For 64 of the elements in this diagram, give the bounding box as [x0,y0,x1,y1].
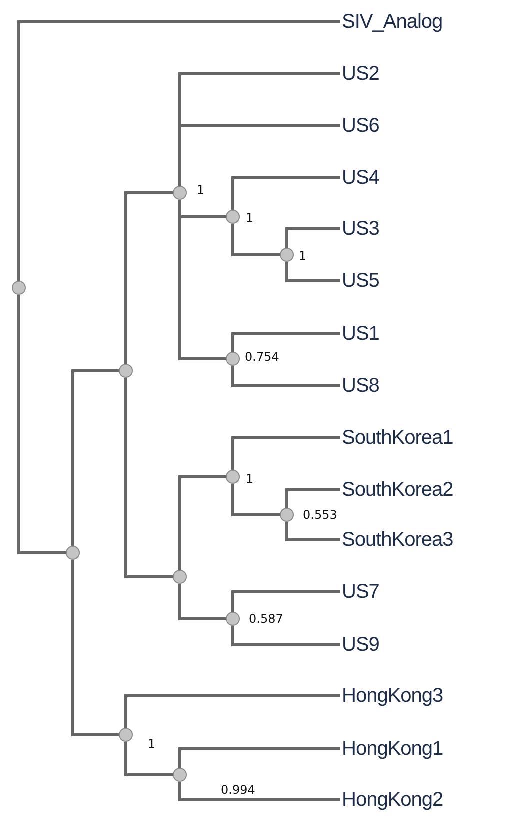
tree-branch [286,488,340,508]
support-value: 0.754 [245,350,280,364]
tree-branch [232,484,280,516]
tree-branch [178,124,340,186]
taxon-label: US2 [342,62,380,86]
tree-node-circle [66,546,80,560]
tree-branch [124,192,173,364]
tree-branch [178,200,226,360]
taxon-label: HongKong2 [342,788,444,812]
tree-node-circle [12,281,26,295]
support-value: 0.587 [249,612,284,626]
taxon-label: SouthKorea2 [342,478,454,502]
tree-branch [232,224,280,256]
tree-node-circle [226,352,240,366]
support-value: 1 [197,183,205,197]
support-value: 1 [299,249,307,263]
tree-branch [18,20,340,281]
support-value: 1 [246,211,254,225]
tree-branch [178,782,340,802]
tree-branch [286,262,340,282]
taxon-label: US6 [342,114,380,138]
taxon-label: US4 [342,166,380,190]
tree-node-circle [280,508,294,522]
tree-branch [178,584,226,620]
tree-branch [232,436,340,470]
tree-branch [286,228,340,248]
tree-branch [232,590,340,612]
support-value: 1 [148,737,156,751]
tree-node-circle [173,570,187,584]
tree-branch [124,742,173,776]
tree-node-circle [226,612,240,626]
taxon-label: SouthKorea1 [342,426,454,450]
taxon-label: SIV_Analog [342,10,443,34]
taxon-label: US5 [342,269,380,293]
tree-node-circle [119,364,133,378]
support-value: 1 [246,472,254,486]
taxon-label: US8 [342,374,380,398]
tree-branch [232,626,340,646]
taxon-label: US7 [342,580,380,604]
tree-branch [124,694,340,728]
taxon-label: SouthKorea3 [342,528,454,552]
tree-branch [178,476,226,570]
tree-branch [178,748,340,768]
tree-branch [286,522,340,542]
tree-branch [124,378,173,578]
taxon-label: US1 [342,322,380,346]
taxon-label: US9 [342,633,380,657]
tree-branch [232,366,340,388]
tree-branch [232,176,340,210]
taxon-label: US3 [342,217,380,241]
tree-node-circle [173,768,187,782]
tree-node-circle [173,186,187,200]
tree-node-circle [119,728,133,742]
tree-branch [18,295,66,554]
support-value: 0.553 [303,508,338,522]
tree-branch [72,560,119,736]
tree-branch [72,370,119,546]
taxon-label: HongKong3 [342,684,444,708]
tree-branch [232,332,340,352]
tree-node-circle [226,470,240,484]
tree-node-circle [280,248,294,262]
tree-node-circle [226,210,240,224]
support-value: 0.994 [221,783,256,797]
taxon-label: HongKong1 [342,737,444,761]
